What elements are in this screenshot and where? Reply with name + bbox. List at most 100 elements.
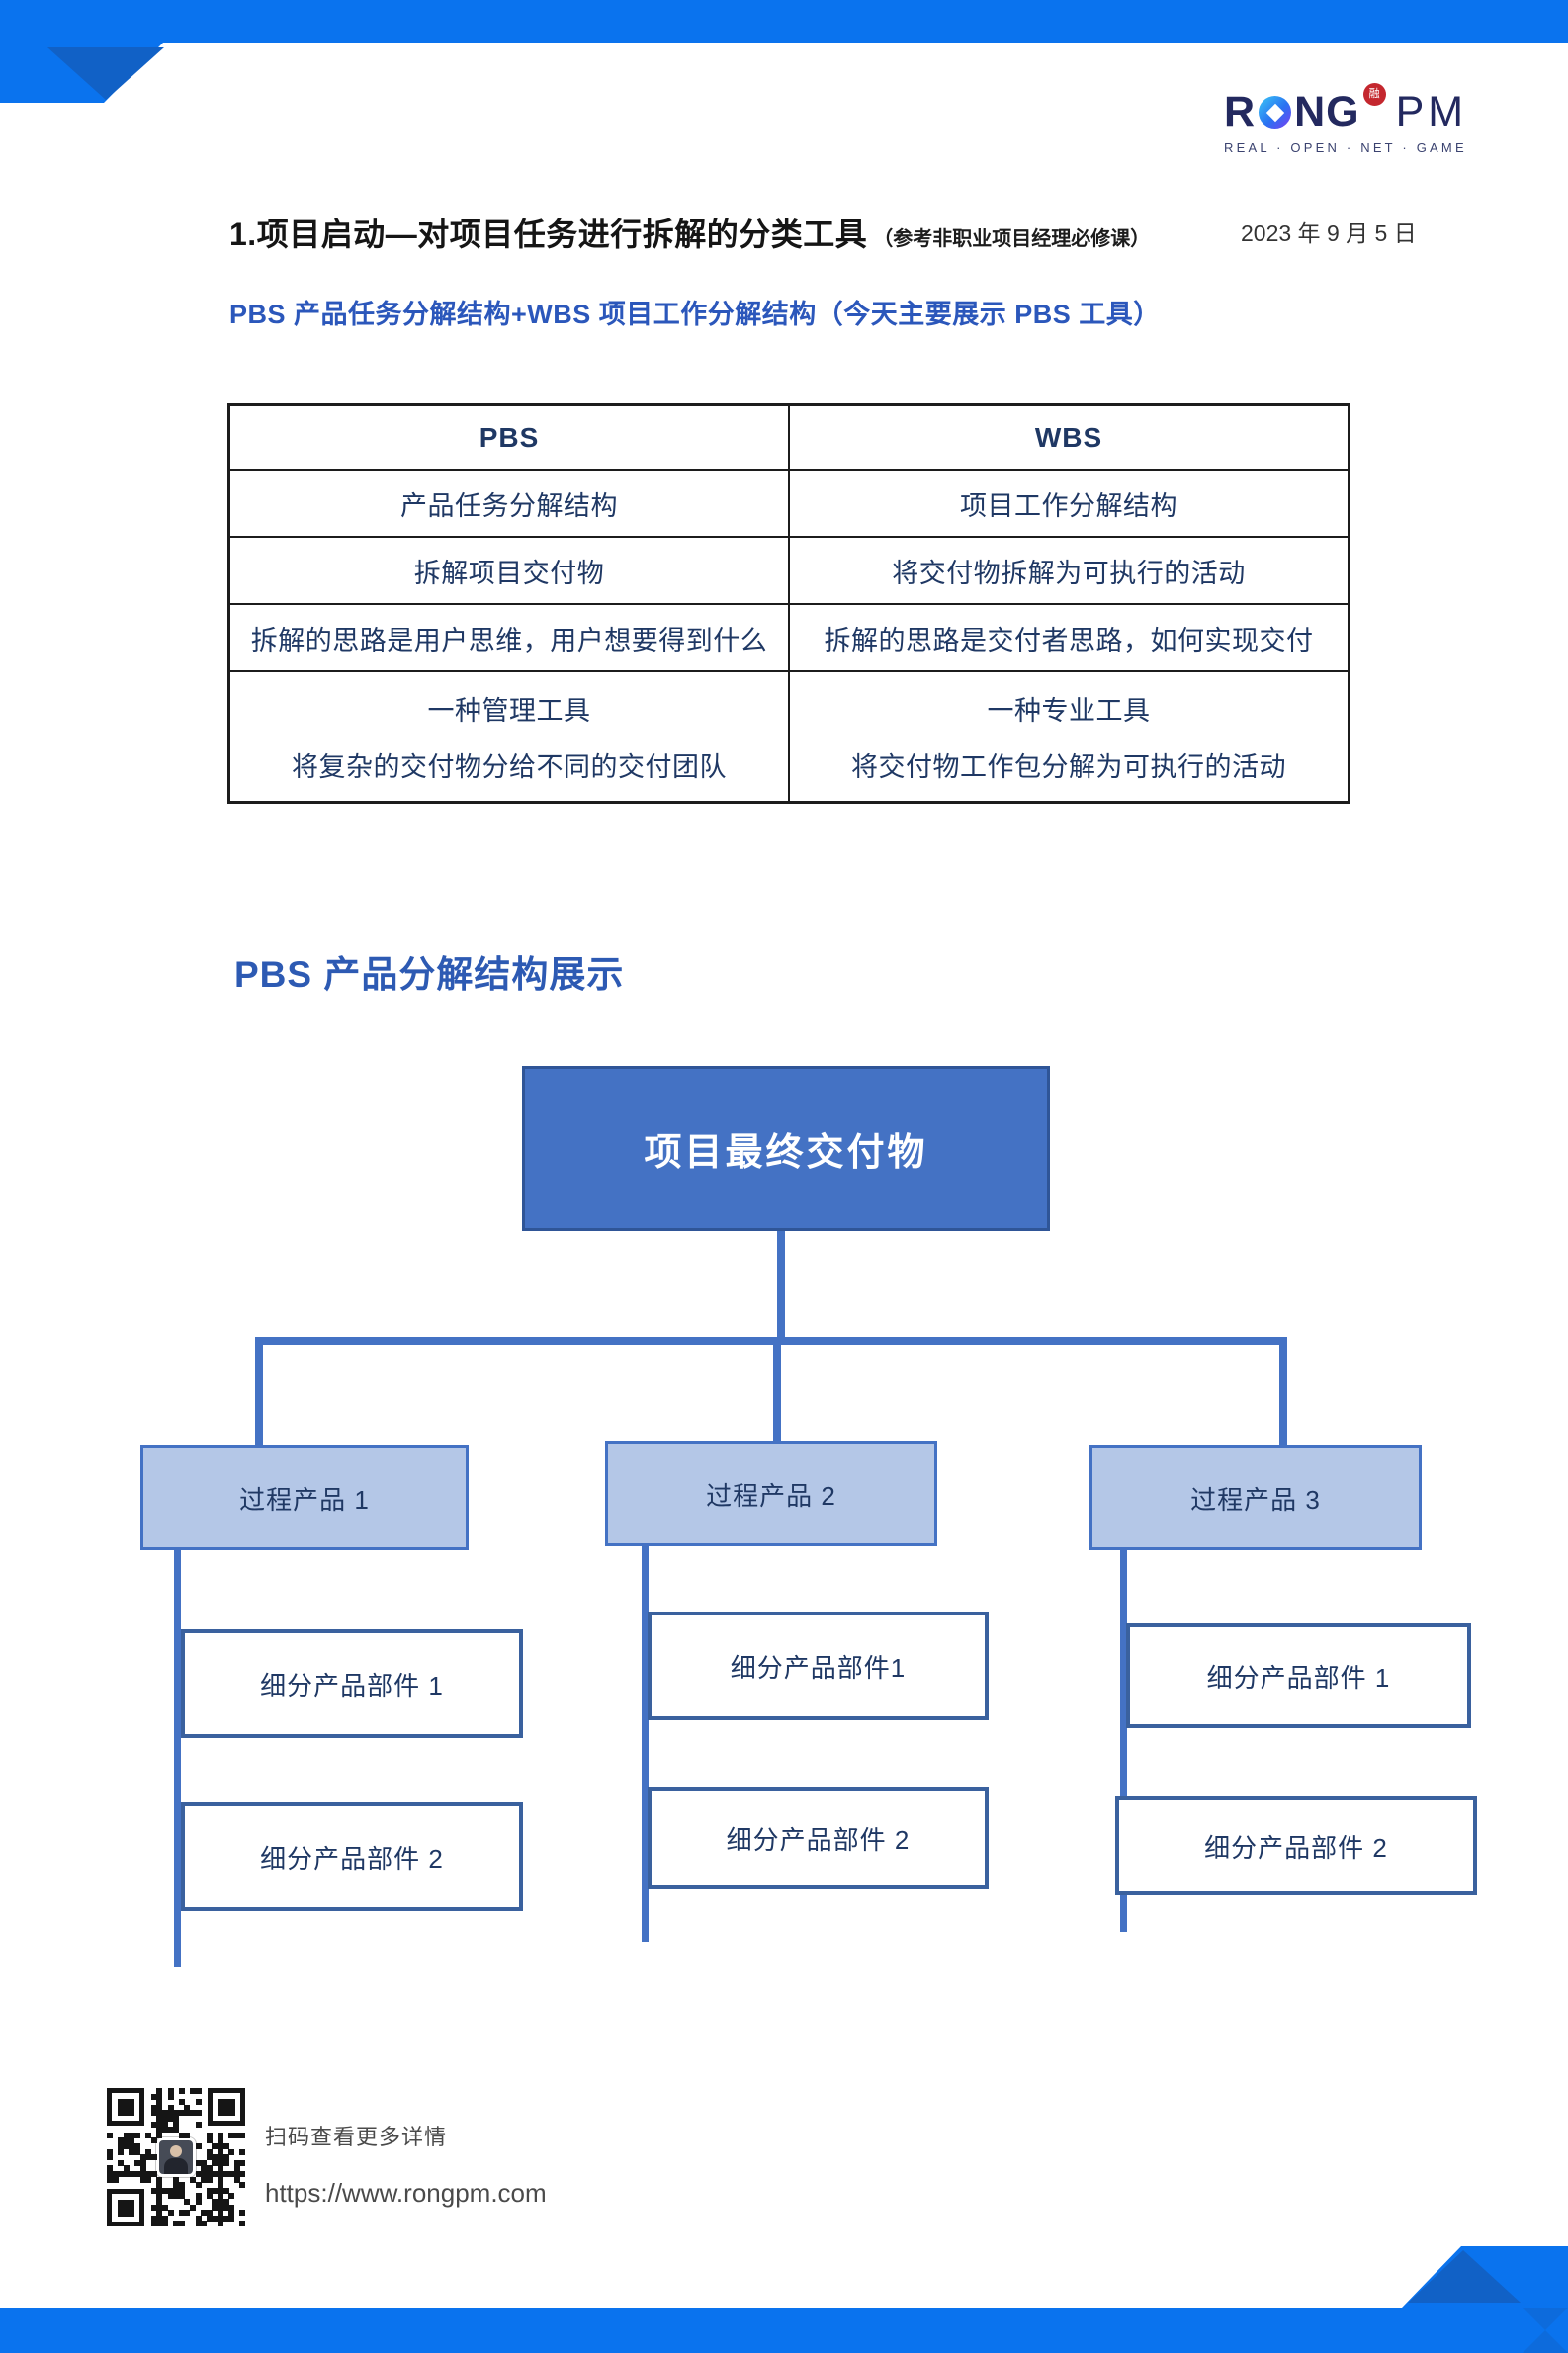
qr-module [228,2210,235,2217]
qr-module [173,2127,180,2134]
qr-module [156,2127,163,2134]
qr-module [167,2110,174,2117]
qr-module [206,2193,213,2200]
qr-finder-icon [107,2088,144,2126]
qr-module [118,2148,125,2155]
title-note: （参考非职业项目经理必修课） [873,228,1151,250]
qr-module [212,2154,218,2161]
qr-module [118,2159,125,2166]
top-banner [0,0,1568,43]
qr-module [201,2221,208,2227]
qr-module [129,2171,135,2177]
qr-module [195,2110,202,2117]
qr-module [162,2221,168,2227]
qr-module [156,2093,163,2100]
qr-module [145,2132,152,2138]
table-cell-line: 一种管理工具 [427,696,591,727]
qr-module [173,2182,180,2189]
qr-module [184,2132,191,2138]
qr-module [178,2193,185,2200]
table-cell-line: 一种专业工具 [987,696,1151,727]
qr-module [222,2154,229,2161]
connector-line [174,1548,181,1967]
qr-module [156,2210,163,2217]
table-cell-line: 将复杂的交付物分给不同的交付团队 [292,751,727,782]
subtitle-text: PBS 产品任务分解结构+WBS 项目工作分解结构（今天主要展示 PBS 工具） [229,300,1161,329]
qr-module [178,2110,185,2117]
tree-branch-node: 过程产品 1 [140,1445,469,1550]
qr-module [162,2204,168,2211]
qr-module [162,2121,168,2128]
table-row: 拆解项目交付物 将交付物拆解为可执行的活动 [230,538,1348,605]
qr-module [134,2171,140,2177]
qr-module [239,2182,246,2189]
table-header-row: PBS WBS [230,406,1348,471]
qr-module [139,2171,146,2177]
qr-module [206,2187,213,2194]
qr-finder-icon [107,2189,144,2226]
brand-logo: R NG 融 PM REAL · OPEN · NET · GAME [1224,83,1467,155]
qr-module [218,2176,223,2183]
qr-module [178,2210,185,2217]
qr-module [233,2159,240,2166]
qr-module [206,2165,213,2172]
connector-line [1279,1337,1287,1447]
table-cell: 一种管理工具 将复杂的交付物分给不同的交付团队 [230,672,790,801]
qr-module [173,2193,180,2200]
logo-tagline: REAL · OPEN · NET · GAME [1224,140,1467,155]
qr-module [156,2215,163,2222]
qr-module [201,2159,208,2166]
qr-module [239,2132,246,2138]
connector-line [777,1229,785,1340]
table-cell-line: 将交付物工作包分解为可执行的活动 [851,751,1286,782]
qr-module [218,2137,223,2144]
qr-module [156,2132,163,2138]
qr-module [150,2137,157,2144]
qr-module [178,2221,185,2227]
qr-module [228,2204,235,2211]
qr-module [178,2088,185,2094]
logo-o-diamond-icon [1265,103,1284,122]
qr-module [206,2215,213,2222]
logo-wordmark: R NG 融 PM [1224,83,1467,133]
qr-module [156,2110,163,2117]
website-link[interactable]: https://www.rongpm.com [265,2178,547,2208]
qr-module [145,2171,152,2177]
qr-module [129,2148,135,2155]
qr-module [206,2148,213,2155]
qr-module [212,2143,218,2149]
qr-module [123,2137,130,2144]
qr-module [239,2221,246,2227]
qr-module [156,2116,163,2122]
qr-module [123,2132,130,2138]
tree-branch-node: 过程产品 3 [1089,1445,1422,1550]
qr-module [218,2171,223,2177]
tree-branch-node: 过程产品 2 [605,1441,937,1546]
qr-module [218,2143,223,2149]
tree-leaf-node: 细分产品部件 1 [181,1629,523,1738]
table-row: 拆解的思路是用户思维，用户想要得到什么 拆解的思路是交付者思路，如何实现交付 [230,605,1348,672]
document-title: 1.项目启动—对项目任务进行拆解的分类工具 （参考非职业项目经理必修课） [229,210,1150,255]
qr-module [195,2193,202,2200]
qr-finder-icon [208,2088,245,2126]
date-text: 2023 年 9 月 5 日 [1241,220,1417,246]
qr-module [195,2171,202,2177]
qr-module [150,2204,157,2211]
qr-module [162,2110,168,2117]
qr-module [195,2215,202,2222]
qr-module [173,2110,180,2117]
qr-module [107,2165,113,2172]
qr-module [233,2165,240,2172]
qr-module [134,2143,140,2149]
qr-module [178,2132,185,2138]
corner-ribbon-bottom-right-icon [1402,2246,1568,2308]
qr-module [156,2187,163,2194]
qr-module [195,2088,202,2094]
qr-module [222,2159,229,2166]
qr-module [134,2132,140,2138]
qr-module [195,2199,202,2205]
qr-module [156,2199,163,2205]
qr-module [167,2187,174,2194]
corner-fold-icon [1523,2308,1568,2353]
qr-module [123,2171,130,2177]
